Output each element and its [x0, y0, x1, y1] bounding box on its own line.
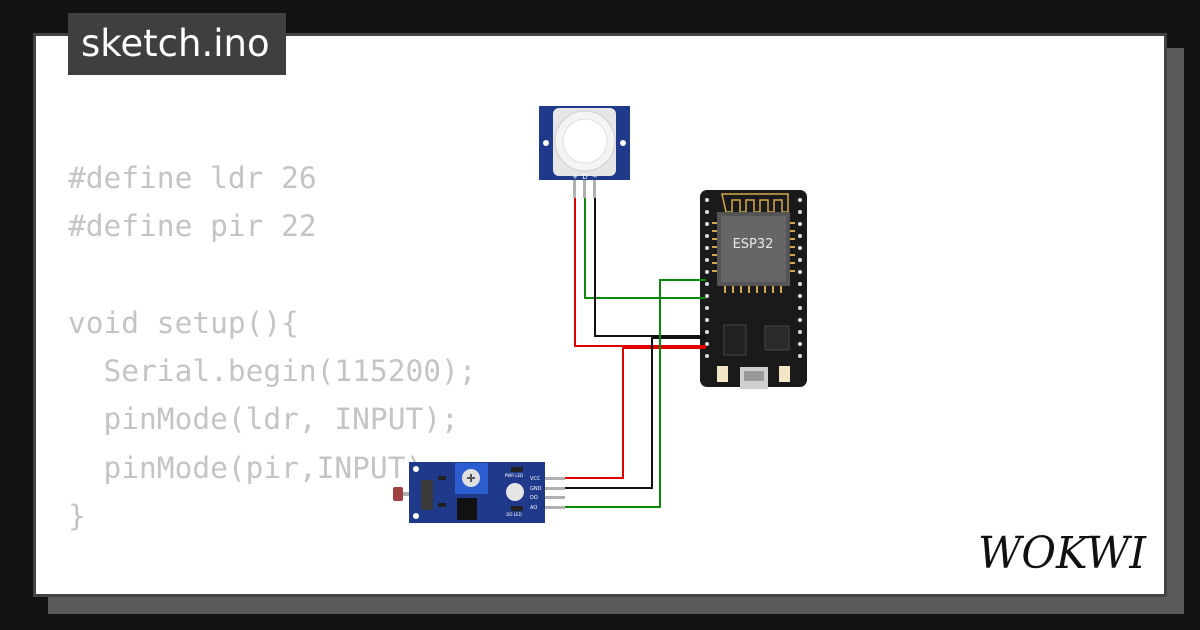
wokwi-logo: WOKWI	[978, 528, 1148, 576]
wire-signal	[565, 279, 706, 508]
wokwi-wordmark-icon: WOKWI	[978, 528, 1148, 576]
code-line: }	[68, 499, 86, 534]
code-preview: #define ldr 26 #define pir 22 void setup()…	[68, 154, 477, 594]
ldr-module[interactable]: PWR LED DO LED VCC GND DO AO	[393, 462, 565, 523]
esp32-label: ESP32	[733, 237, 774, 252]
pir-pin-label: D	[582, 173, 587, 181]
ldr-pin-label: AO	[530, 505, 537, 511]
ldr-pin-label: VCC	[530, 476, 541, 482]
led-label: PWR LED	[505, 473, 523, 478]
wire-signal	[584, 198, 706, 299]
led-label: DO LED	[506, 512, 521, 517]
pir-pin-label: +	[572, 173, 578, 181]
wire-ground	[565, 337, 706, 489]
photoresistor-icon	[393, 487, 403, 501]
code-line: pinMode(ldr, INPUT);	[68, 402, 459, 437]
pir-sensor[interactable]: + D −	[539, 106, 630, 198]
wire-power	[565, 347, 706, 479]
file-tab[interactable]: sketch.ino	[68, 13, 286, 75]
code-line: #define pir 22	[68, 209, 317, 244]
esp32-board[interactable]: ESP32	[700, 190, 807, 389]
wire-power	[574, 198, 706, 347]
ldr-pin-label: DO	[530, 495, 538, 501]
code-line: pinMode(pir,INPUT);	[68, 450, 441, 485]
code-line: #define ldr 26	[68, 161, 317, 195]
ldr-pin-label: GND	[530, 486, 542, 492]
wires	[565, 198, 706, 508]
pir-pin-label: −	[592, 173, 598, 181]
wire-ground	[594, 198, 706, 337]
code-line: void setup(){	[68, 305, 299, 340]
code-line: Serial.begin(115200);	[68, 354, 477, 389]
